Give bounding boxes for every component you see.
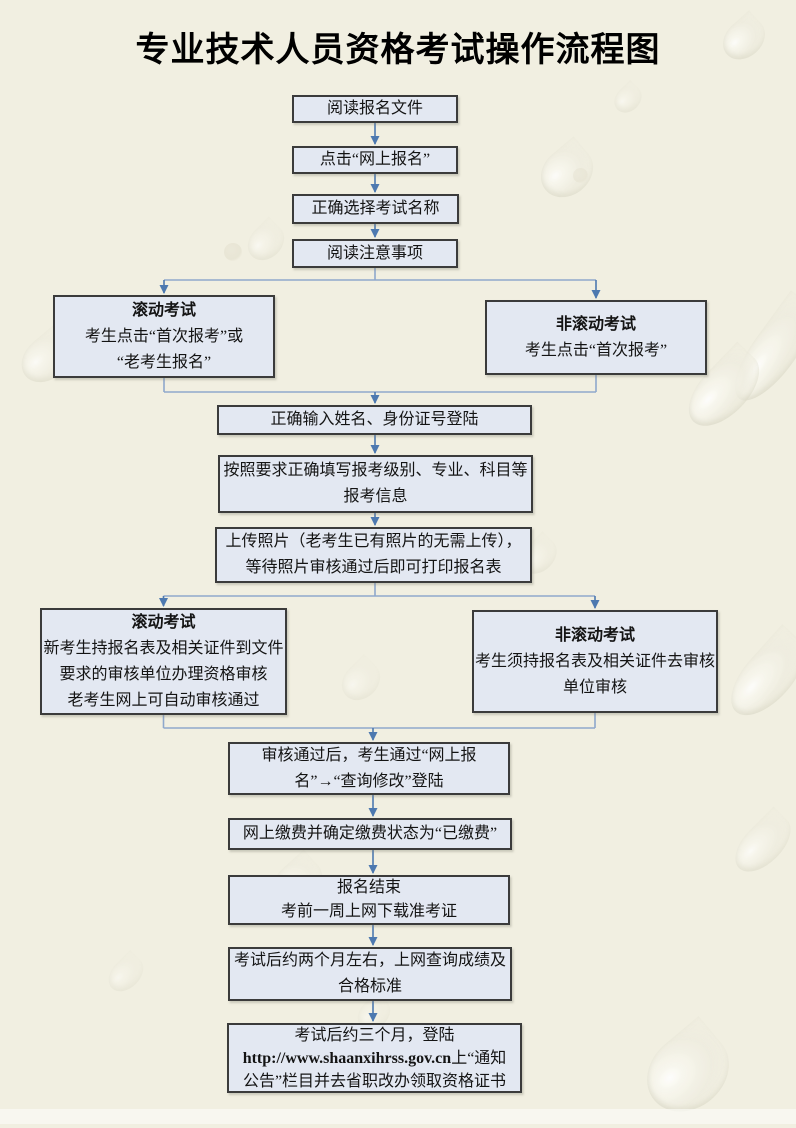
step-text: 单位审核 bbox=[562, 678, 627, 696]
flow-step-read-notes: 阅读注意事项 bbox=[292, 239, 458, 268]
page-bottom-edge bbox=[0, 1109, 796, 1124]
flow-step-fill-info: 按照要求正确填写报考级别、专业、科目等 报考信息 bbox=[218, 455, 533, 513]
flow-step-non-rolling-exam-2: 非滚动考试 考生须持报名表及相关证件去审核 单位审核 bbox=[472, 610, 718, 713]
step-text: 考试后约两个月左右，上网查询成绩及 bbox=[233, 952, 506, 969]
step-text: 上传照片（老考生已有照片的无需上传）， bbox=[225, 533, 522, 550]
step-heading: 非滚动考试 bbox=[555, 315, 636, 333]
step-text: 新考生持报名表及相关证件到文件 bbox=[43, 639, 284, 657]
step-text: 网上缴费并确定缴费状态为“已缴费” bbox=[242, 825, 498, 842]
droplet-watermark bbox=[725, 806, 796, 882]
step-heading: 滚动考试 bbox=[131, 301, 196, 319]
step-heading: 非滚动考试 bbox=[554, 626, 635, 644]
flow-step-upload-photo: 上传照片（老考生已有照片的无需上传）， 等待照片审核通过后即可打印报名表 bbox=[215, 527, 532, 583]
step-text: “老考生报名” bbox=[116, 353, 212, 371]
step-text: 考前一周上网下载准考证 bbox=[280, 903, 457, 920]
flow-step-get-certificate: 考试后约三个月，登陆 http://www.shaanxihrss.gov.cn… bbox=[227, 1023, 522, 1093]
droplet-watermark bbox=[240, 216, 292, 268]
step-text: 点击“网上报名” bbox=[319, 151, 431, 168]
flow-step-non-rolling-exam-1: 非滚动考试 考生点击“首次报考” bbox=[485, 300, 707, 375]
flow-step-rolling-exam-2: 滚动考试 新考生持报名表及相关证件到文件 要求的审核单位办理资格审核 老考生网上… bbox=[40, 608, 287, 715]
flow-step-select-exam-name: 正确选择考试名称 bbox=[292, 194, 459, 224]
step-text: 按照要求正确填写报考级别、专业、科目等 bbox=[223, 462, 528, 479]
page-title: 专业技术人员资格考试操作流程图 bbox=[135, 31, 661, 69]
step-text: 考生点击“首次报考”或 bbox=[84, 327, 244, 345]
step-text: 审核通过后，考生通过“网上报 bbox=[261, 746, 477, 764]
step-text: 合格标准 bbox=[337, 978, 402, 995]
step-text: 阅读注意事项 bbox=[326, 244, 423, 262]
step-text: http://www.shaanxihrss.gov.cn上“通知 bbox=[242, 1049, 507, 1067]
step-text: 名”→“查询修改”登陆 bbox=[294, 772, 444, 790]
step-text: 正确选择考试名称 bbox=[311, 200, 440, 217]
flow-step-pay-online: 网上缴费并确定缴费状态为“已缴费” bbox=[228, 818, 512, 850]
step-text: 公告”栏目并去省职改办领取资格证书 bbox=[242, 1072, 507, 1090]
flow-step-read-docs: 阅读报名文件 bbox=[292, 95, 458, 123]
step-heading: 滚动考试 bbox=[131, 613, 196, 631]
step-text: 报考信息 bbox=[343, 488, 408, 505]
step-text: 考生须持报名表及相关证件去审核 bbox=[474, 652, 715, 670]
certificate-url: http://www.shaanxihrss.gov.cn bbox=[242, 1049, 452, 1067]
step-text: 等待照片审核通过后即可打印报名表 bbox=[245, 559, 502, 576]
flow-step-query-results: 考试后约两个月左右，上网查询成绩及 合格标准 bbox=[228, 947, 512, 1001]
step-text: 正确输入姓名、身份证号登陆 bbox=[270, 411, 479, 428]
droplet-watermark bbox=[718, 624, 796, 728]
droplet-watermark bbox=[530, 136, 604, 208]
step-text: 考试后约三个月，登陆 bbox=[294, 1026, 455, 1044]
droplet-watermark bbox=[573, 168, 588, 183]
flow-step-signup-finished: 报名结束 考前一周上网下载准考证 bbox=[228, 875, 510, 925]
step-text: 老考生网上可自动审核通过 bbox=[67, 691, 260, 709]
step-text: 报名结束 bbox=[336, 879, 401, 896]
flow-step-login: 正确输入姓名、身份证号登陆 bbox=[217, 405, 532, 435]
step-text: 阅读报名文件 bbox=[326, 100, 423, 117]
droplet-watermark bbox=[224, 243, 242, 261]
step-text: 考生点击“首次报考” bbox=[524, 341, 668, 359]
droplet-watermark bbox=[334, 654, 388, 708]
flow-step-rolling-exam-1: 滚动考试 考生点击“首次报考”或 “老考生报名” bbox=[53, 295, 275, 378]
droplet-watermark bbox=[101, 949, 151, 999]
step-text: 要求的审核单位办理资格审核 bbox=[59, 665, 268, 683]
flow-step-click-online-signup: 点击“网上报名” bbox=[292, 146, 458, 174]
flow-step-review-login: 审核通过后，考生通过“网上报 名”→“查询修改”登陆 bbox=[228, 742, 510, 795]
droplet-watermark bbox=[608, 79, 648, 119]
